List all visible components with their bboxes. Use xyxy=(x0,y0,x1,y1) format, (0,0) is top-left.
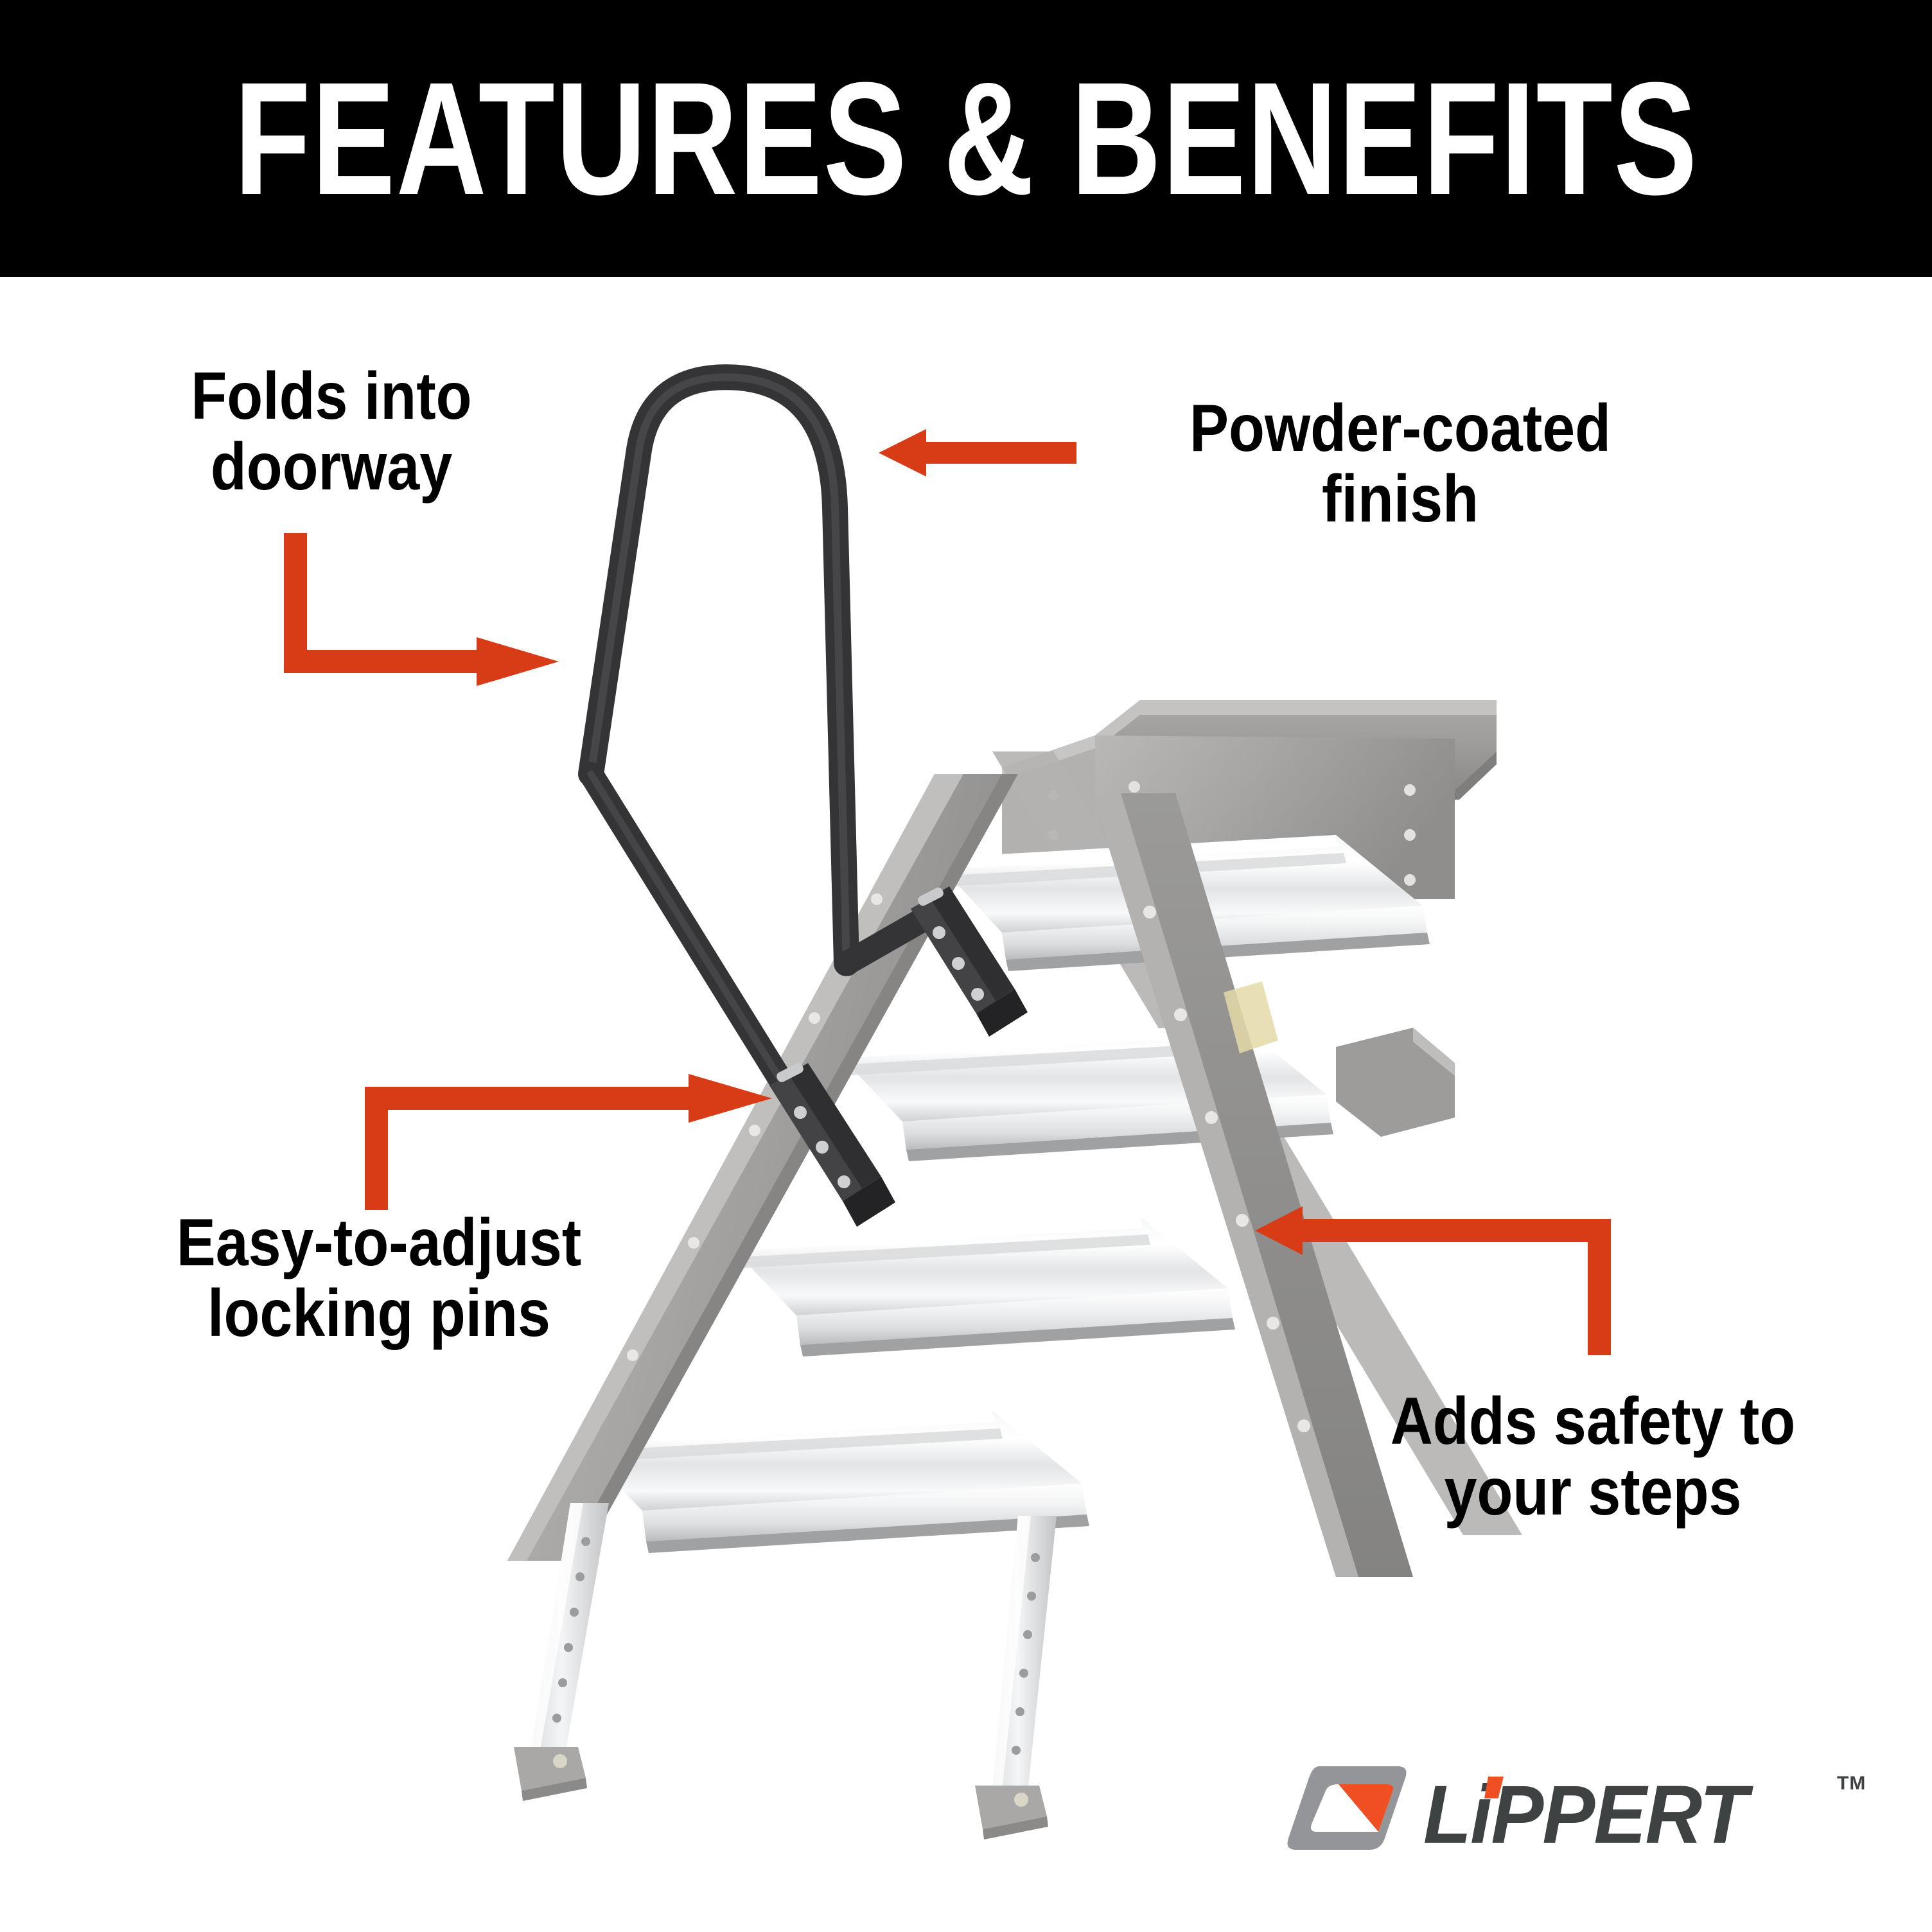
folding-hinge-bracket-lower xyxy=(769,1063,895,1227)
callout-line: doorway xyxy=(210,430,453,505)
callout-easy-to-adjust-locking-pins: Easy-to-adjust locking pins xyxy=(71,1208,687,1349)
callout-adds-safety-to-your-steps: Adds safety to your steps xyxy=(1323,1384,1863,1530)
callout-line: locking pins xyxy=(207,1276,550,1351)
arrow-adds-safety-to-your-steps xyxy=(1255,1206,1611,1355)
arrow-powder-coated-finish xyxy=(879,429,1076,477)
callout-powder-coated-finish: Powder-coated finish xyxy=(1092,391,1708,537)
lippert-wordmark: LiPPERT xyxy=(1423,1769,1748,1861)
locking-pin xyxy=(777,1063,804,1082)
callout-line: finish xyxy=(1321,462,1479,537)
tread-3 xyxy=(724,1216,1235,1357)
adjustable-leg-left xyxy=(514,1503,609,1801)
callout-line: Adds safety to xyxy=(1390,1384,1796,1459)
page-title: FEATURES & BENEFITS xyxy=(234,48,1698,228)
accent-glint xyxy=(1224,981,1278,1053)
folding-hinge-bracket-upper xyxy=(911,886,1028,1037)
callout-line: your steps xyxy=(1444,1455,1742,1530)
adjustable-leg-right xyxy=(975,1516,1057,1840)
tread-4 xyxy=(568,1410,1089,1553)
stringer-center xyxy=(1092,793,1455,1577)
header-banner: FEATURES & BENEFITS xyxy=(0,0,1932,277)
lippert-logo-mark xyxy=(1287,1766,1407,1850)
callout-line: Easy-to-adjust xyxy=(176,1206,582,1280)
trademark-symbol: TM xyxy=(1837,1773,1866,1794)
lippert-logo: LiPPERT TM xyxy=(1272,1760,1866,1882)
callout-line: Folds into xyxy=(191,359,472,434)
callout-line: Powder-coated xyxy=(1189,391,1611,466)
locking-pin xyxy=(918,887,944,906)
arrow-easy-to-adjust-locking-pins xyxy=(365,1074,772,1210)
arrow-folds-into-doorway xyxy=(284,533,559,686)
callout-folds-into-doorway: Folds into doorway xyxy=(126,359,537,505)
handrail-tubes xyxy=(578,364,937,1107)
